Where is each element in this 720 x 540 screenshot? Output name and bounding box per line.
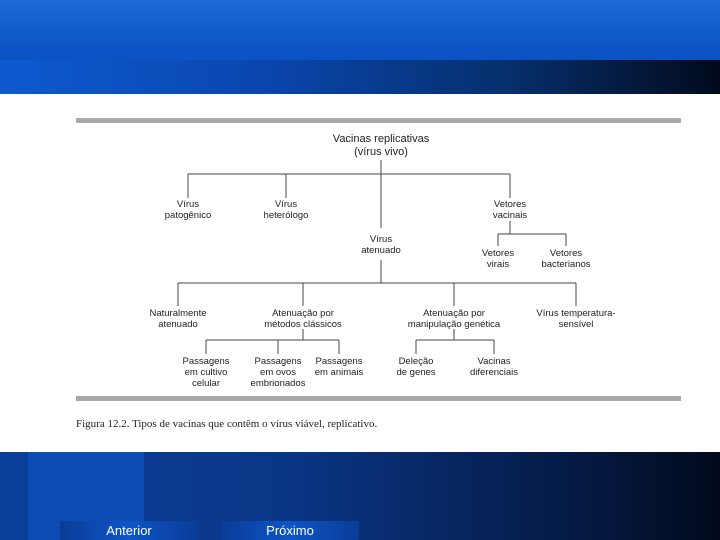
node-eggs-line3: embrionados: [251, 378, 306, 389]
node-bacterial-vectors-line1: Vetores: [550, 248, 582, 259]
connector-lines: [177, 160, 577, 354]
node-genetic-attenuation: Atenuação por manipulação genética: [408, 308, 501, 330]
node-deletion-line1: Deleção: [399, 356, 434, 367]
node-vectors-line2: vacinais: [493, 210, 528, 221]
node-cell-line2: em cultivo: [185, 367, 228, 378]
node-gene-deletion: Deleção de genes: [396, 356, 435, 378]
node-heterologous-line2: heterólogo: [264, 210, 309, 221]
node-attenuated-virus: Vírus atenuado: [361, 234, 401, 256]
node-attenuated-line2: atenuado: [361, 245, 401, 256]
node-viral-vectors-line1: Vetores: [482, 248, 514, 259]
node-pathogenic-line1: Vírus: [177, 199, 199, 210]
node-animals-line2: em animais: [315, 367, 364, 378]
node-natural-line2: atenuado: [158, 319, 198, 330]
node-pathogenic-line2: patogênico: [165, 210, 211, 221]
header-stripe: [0, 60, 720, 94]
node-viral-vectors: Vetores virais: [482, 248, 514, 270]
node-root-line2: (vírus vivo): [354, 146, 408, 158]
node-differential-line1: Vacinas: [477, 356, 510, 367]
node-differential-line2: diferenciais: [470, 367, 518, 378]
figure-bottom-rule: [76, 396, 681, 401]
node-genetic-line2: manipulação genética: [408, 319, 501, 330]
node-cell-line1: Passagens: [182, 356, 229, 367]
node-thermo-line1: Vírus temperatura-: [536, 308, 615, 319]
node-cell-line3: celular: [192, 378, 220, 389]
node-egg-passages: Passagens em ovos embrionados: [251, 356, 306, 389]
node-vaccine-vectors: Vetores vacinais: [493, 199, 528, 221]
node-thermosensitive-virus: Vírus temperatura- sensível: [536, 308, 615, 330]
node-natural-line1: Naturalmente: [149, 308, 206, 319]
node-genetic-line1: Atenuação por: [423, 308, 485, 319]
node-deletion-line2: de genes: [396, 367, 435, 378]
node-classic-line1: Atenuação por: [272, 308, 334, 319]
next-button[interactable]: Próximo: [221, 521, 359, 540]
node-bacterial-vectors: Vetores bacterianos: [541, 248, 590, 270]
previous-button[interactable]: Anterior: [60, 521, 198, 540]
node-thermo-line2: sensível: [559, 319, 594, 330]
node-differential-vaccines: Vacinas diferenciais: [470, 356, 518, 378]
figure-top-rule: [76, 118, 681, 123]
node-eggs-line1: Passagens: [254, 356, 301, 367]
vaccine-tree-diagram: Vacinas replicativas (vírus vivo) Vírus …: [149, 133, 615, 389]
node-root-line1: Vacinas replicativas: [333, 133, 430, 145]
node-naturally-attenuated: Naturalmente atenuado: [149, 308, 206, 330]
node-bacterial-vectors-line2: bacterianos: [541, 259, 590, 270]
node-classic-line2: métodos clássicos: [264, 319, 342, 330]
node-heterologous-virus: Vírus heterólogo: [264, 199, 309, 221]
figure-caption: Figura 12.2. Tipos de vacinas que contêm…: [76, 418, 378, 430]
node-animal-passages: Passagens em animais: [315, 356, 364, 378]
node-heterologous-line1: Vírus: [275, 199, 297, 210]
node-pathogenic-virus: Vírus patogênico: [165, 199, 211, 221]
node-vectors-line1: Vetores: [494, 199, 526, 210]
node-classic-attenuation: Atenuação por métodos clássicos: [264, 308, 342, 330]
node-animals-line1: Passagens: [315, 356, 362, 367]
node-viral-vectors-line2: virais: [487, 259, 509, 270]
node-attenuated-line1: Vírus: [370, 234, 392, 245]
node-eggs-line2: em ovos: [260, 367, 296, 378]
node-cell-culture-passages: Passagens em cultivo celular: [182, 356, 229, 389]
node-root: Vacinas replicativas (vírus vivo): [333, 133, 430, 158]
